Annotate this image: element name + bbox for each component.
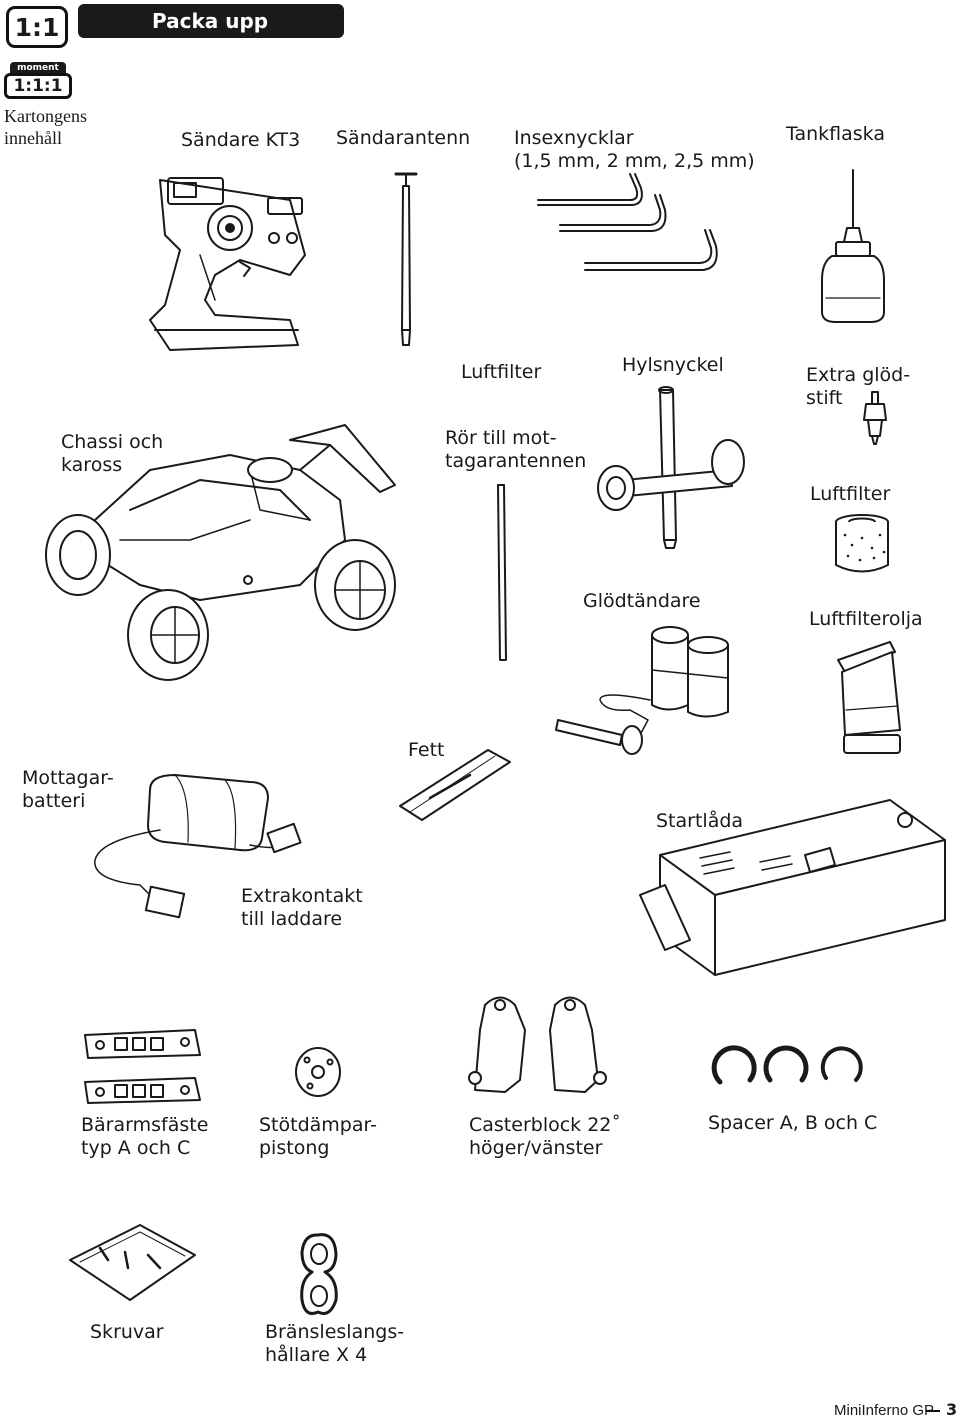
hex-keys-illustration [537, 173, 718, 271]
page-badge: 1:1 [6, 6, 68, 48]
fuel-bottle-illustration [821, 169, 885, 323]
label-arm-mount: Bärarmsfäste typ A och C [81, 1114, 209, 1159]
moment-badge-bottom: 1:1:1 [4, 73, 72, 99]
socket-wrench-illustration [597, 386, 745, 549]
label-spacers: Spacer A, B och C [708, 1112, 878, 1134]
label-socket-wrench: Hylsnyckel [622, 354, 724, 376]
label-caster-block: Casterblock 22˚ höger/vänster [469, 1114, 621, 1159]
transmitter-illustration [149, 177, 306, 351]
glow-plug-illustration [863, 391, 887, 445]
start-box-illustration [639, 799, 946, 976]
spacers-illustration [711, 1045, 863, 1085]
moment-badge: moment 1:1:1 [4, 62, 72, 99]
arm-mount-illustration [84, 1029, 201, 1104]
label-air-filter-top: Luftfilter [461, 361, 542, 383]
label-start-box: Startlåda [656, 810, 744, 832]
label-screws: Skruvar [90, 1321, 164, 1343]
chassis-illustration [45, 424, 396, 681]
label-filter-oil: Luftfilterolja [809, 608, 923, 630]
label-fuel-bottle: Tankflaska [786, 123, 885, 145]
label-air-filter-right: Luftfilter [810, 483, 891, 505]
label-transmitter: Sändare KT3 [181, 129, 301, 151]
antenna-tube-illustration [497, 484, 507, 661]
section-title: Kartongens innehåll [4, 106, 87, 148]
label-antenna: Sändarantenn [336, 127, 471, 149]
label-fuel-holder: Bränsleslangs- hållare X 4 [265, 1321, 405, 1366]
label-extra-connector: Extrakontakt till laddare [241, 885, 363, 930]
label-grease: Fett [408, 739, 445, 761]
label-hex-keys: Insexnycklar (1,5 mm, 2 mm, 2,5 mm) [514, 127, 755, 172]
caster-block-illustration [468, 996, 607, 1093]
footer-product: MiniInferno GP [834, 1402, 935, 1419]
air-filter-illustration [835, 514, 889, 573]
label-damper-piston: Stötdämpar- pistong [259, 1114, 377, 1159]
damper-piston-illustration [295, 1047, 341, 1097]
label-receiver-battery: Mottagar- batteri [22, 767, 114, 812]
fuel-holder-illustration [300, 1233, 338, 1315]
antenna-illustration [394, 172, 418, 346]
moment-badge-top: moment [10, 62, 66, 74]
label-chassis: Chassi och kaross [61, 431, 164, 476]
filter-oil-illustration [837, 641, 901, 754]
glow-starter-illustration [555, 626, 729, 755]
label-antenna-tube: Rör till mot- tagarantennen [445, 427, 587, 472]
page-number: 3 [946, 1400, 958, 1419]
label-glow-starter: Glödtändare [583, 590, 701, 612]
receiver-battery-illustration [94, 774, 302, 919]
screws-bag-illustration [69, 1224, 196, 1301]
footer-rule [926, 1410, 940, 1412]
page-title: Packa upp [78, 4, 344, 38]
label-glow-plug: Extra glöd- stift [806, 364, 911, 409]
grease-illustration [399, 749, 511, 821]
